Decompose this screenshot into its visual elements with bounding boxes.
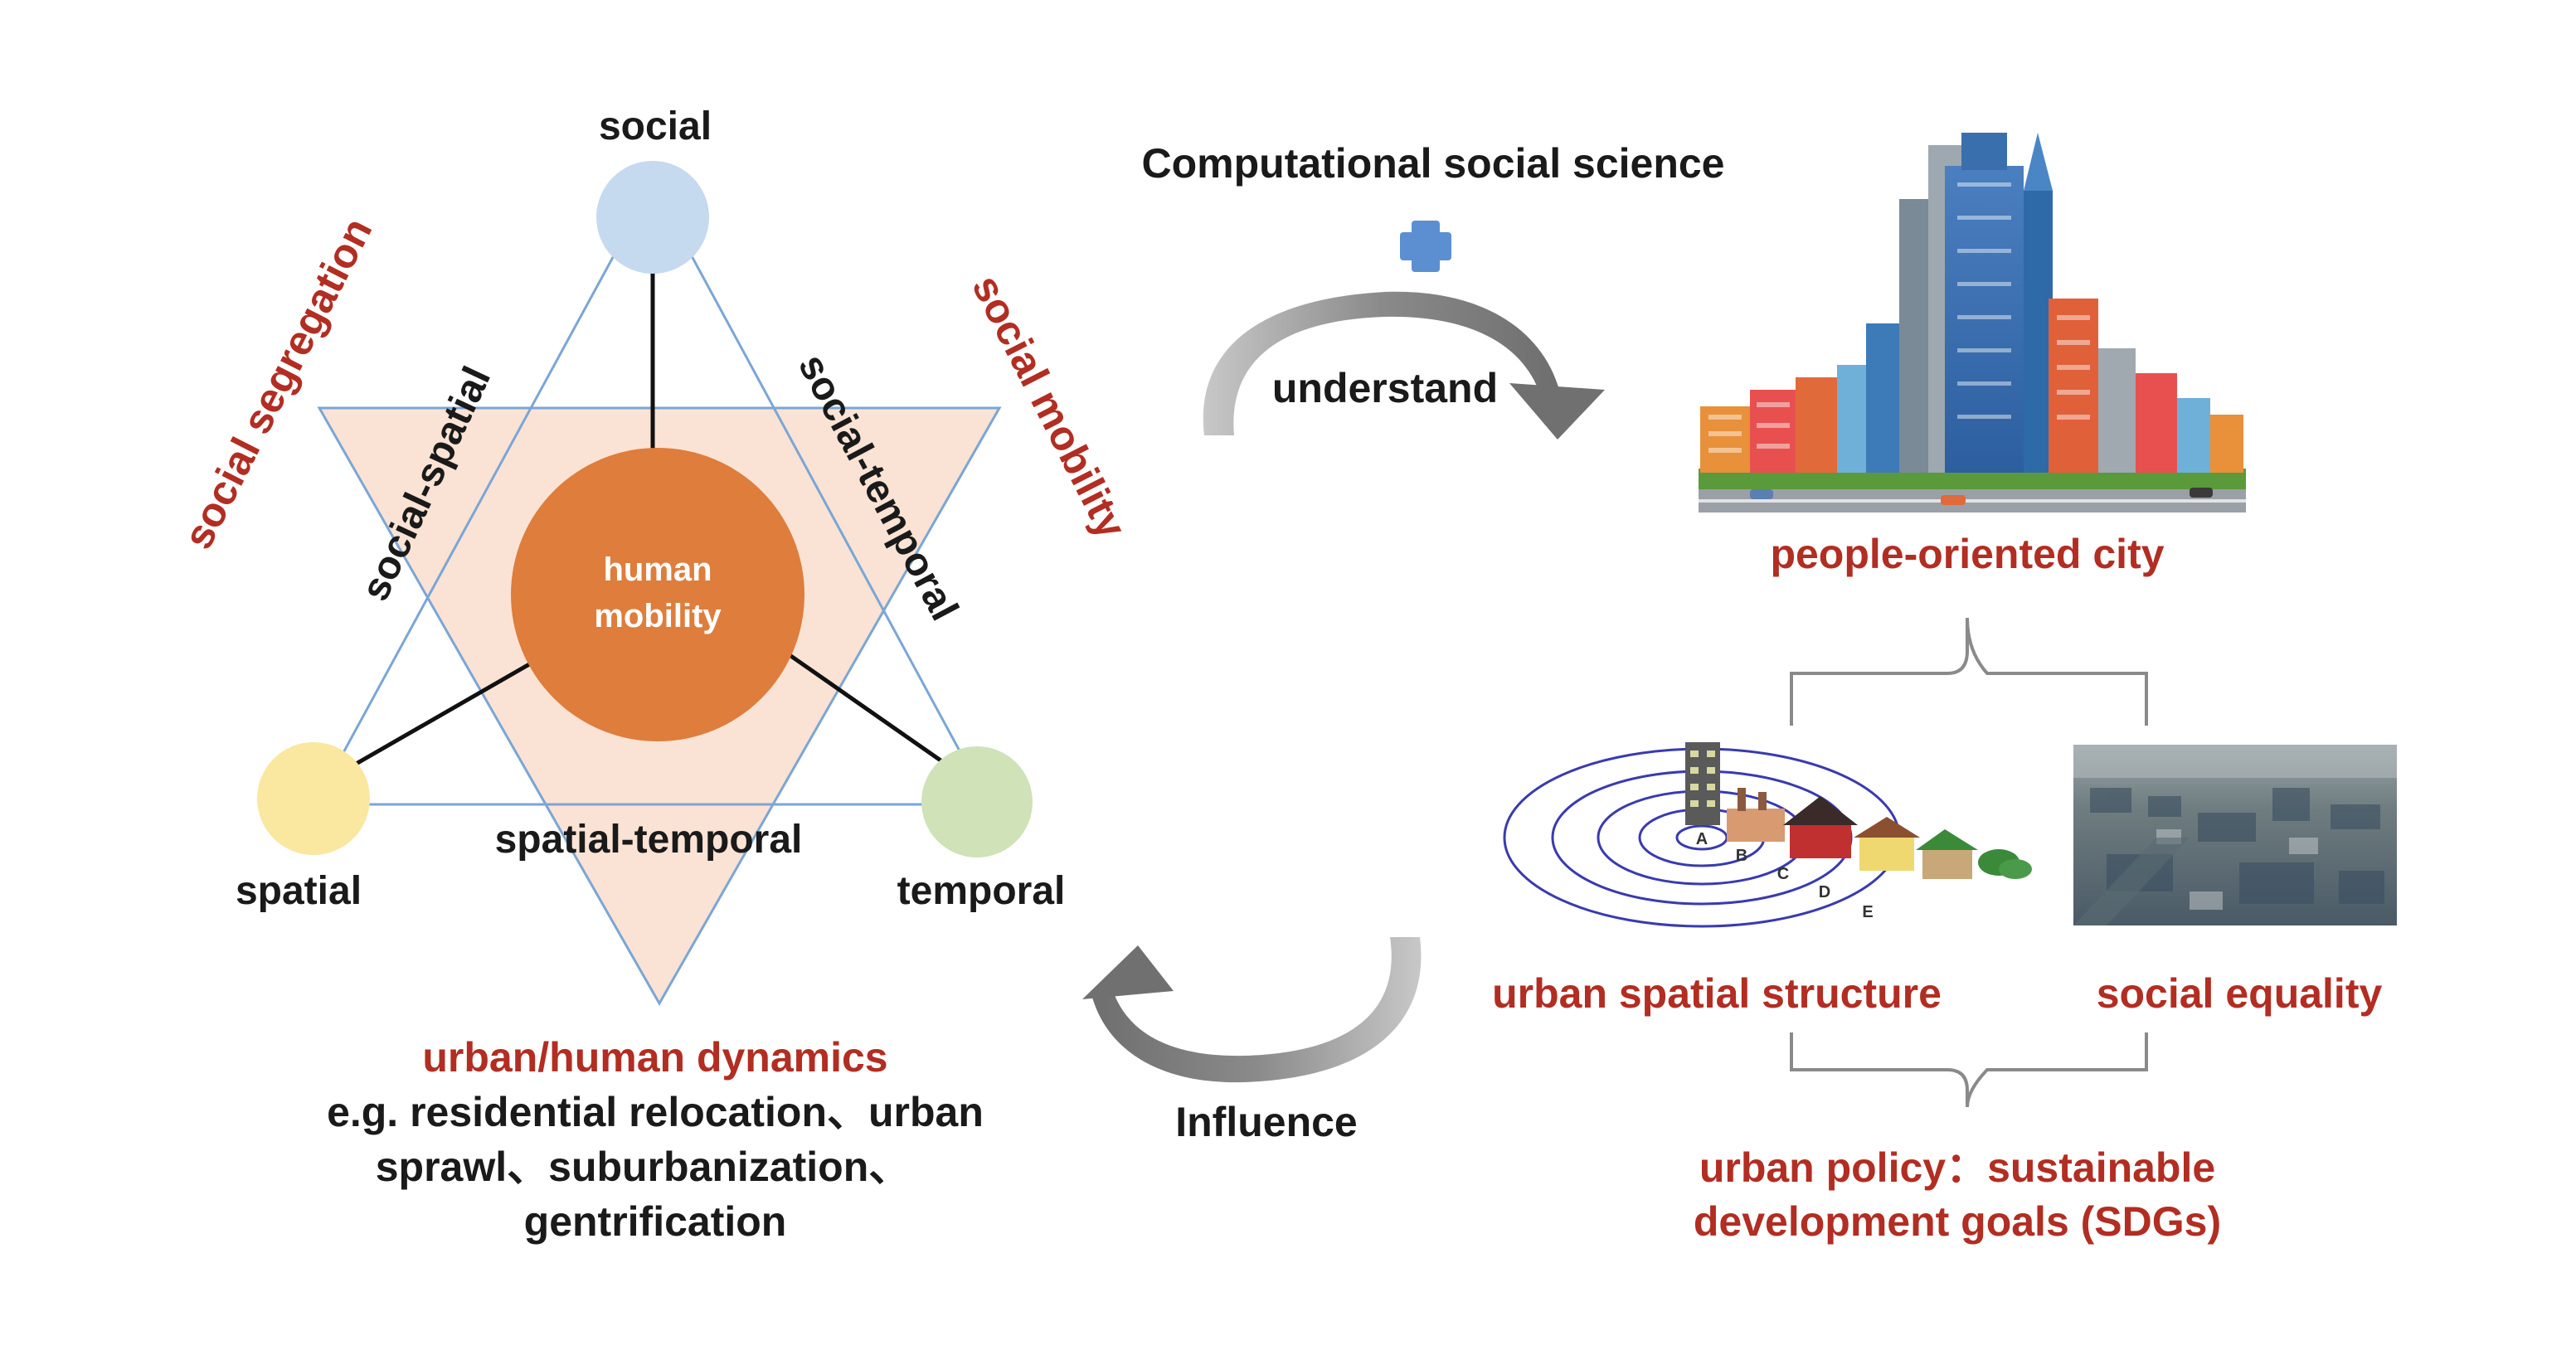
computational-social-science-label: Computational social science (1142, 140, 1725, 187)
connector-spatial (334, 661, 532, 778)
star-diagram: human mobility social spatial temporal s… (174, 104, 1135, 1007)
urban-spatial-structure-label: urban spatial structure (1492, 970, 1942, 1017)
spatial-label: spatial (236, 869, 362, 913)
zone-letter-c: C (1777, 865, 1789, 883)
social-node (596, 161, 709, 274)
center-label-line1: human (603, 551, 712, 588)
human-mobility-node (511, 448, 804, 741)
connector-temporal (782, 648, 964, 778)
understand-arrow-icon (1203, 291, 1605, 440)
city-skyline-image (1699, 133, 2246, 512)
urban-policy-line2: development goals (SDGs) (1694, 1198, 2221, 1245)
dynamics-title: urban/human dynamics (422, 1034, 887, 1081)
people-oriented-city-label: people-oriented city (1770, 531, 2164, 577)
spatial-node (257, 742, 370, 855)
zone-letter-a: A (1696, 830, 1708, 848)
social-mobility-label: social mobility (963, 268, 1135, 546)
zone-letter-e: E (1862, 903, 1873, 921)
aerial-city-photo (2073, 745, 2397, 925)
social-equality-label: social equality (2097, 970, 2383, 1017)
dynamics-line2: sprawl、suburbanization、 (376, 1144, 911, 1190)
dynamics-block: urban/human dynamics e.g. residential re… (327, 1034, 984, 1245)
spatial-temporal-label: spatial-temporal (495, 818, 803, 862)
social-label: social (599, 104, 712, 148)
understand-label: understand (1272, 365, 1498, 411)
concentric-zones-image: A B C D E (1503, 742, 2032, 928)
plus-icon (1400, 221, 1451, 272)
top-brace (1790, 617, 2148, 726)
zone-letter-b: B (1736, 847, 1747, 865)
dynamics-line1: e.g. residential relocation、urban (327, 1089, 984, 1135)
temporal-label: temporal (897, 869, 1066, 913)
center-label-line2: mobility (594, 598, 722, 634)
social-segregation-label: social segregation (174, 211, 381, 556)
upward-triangle (313, 181, 991, 806)
zone-letter-d: D (1819, 883, 1830, 901)
bottom-brace (1790, 1032, 2148, 1108)
urban-policy-line1: urban policy：sustainable (1699, 1144, 2215, 1191)
influence-label: Influence (1175, 1099, 1357, 1145)
influence-arrow-icon (1082, 937, 1422, 1083)
temporal-node (921, 746, 1033, 857)
dynamics-line3: gentrification (524, 1198, 787, 1245)
